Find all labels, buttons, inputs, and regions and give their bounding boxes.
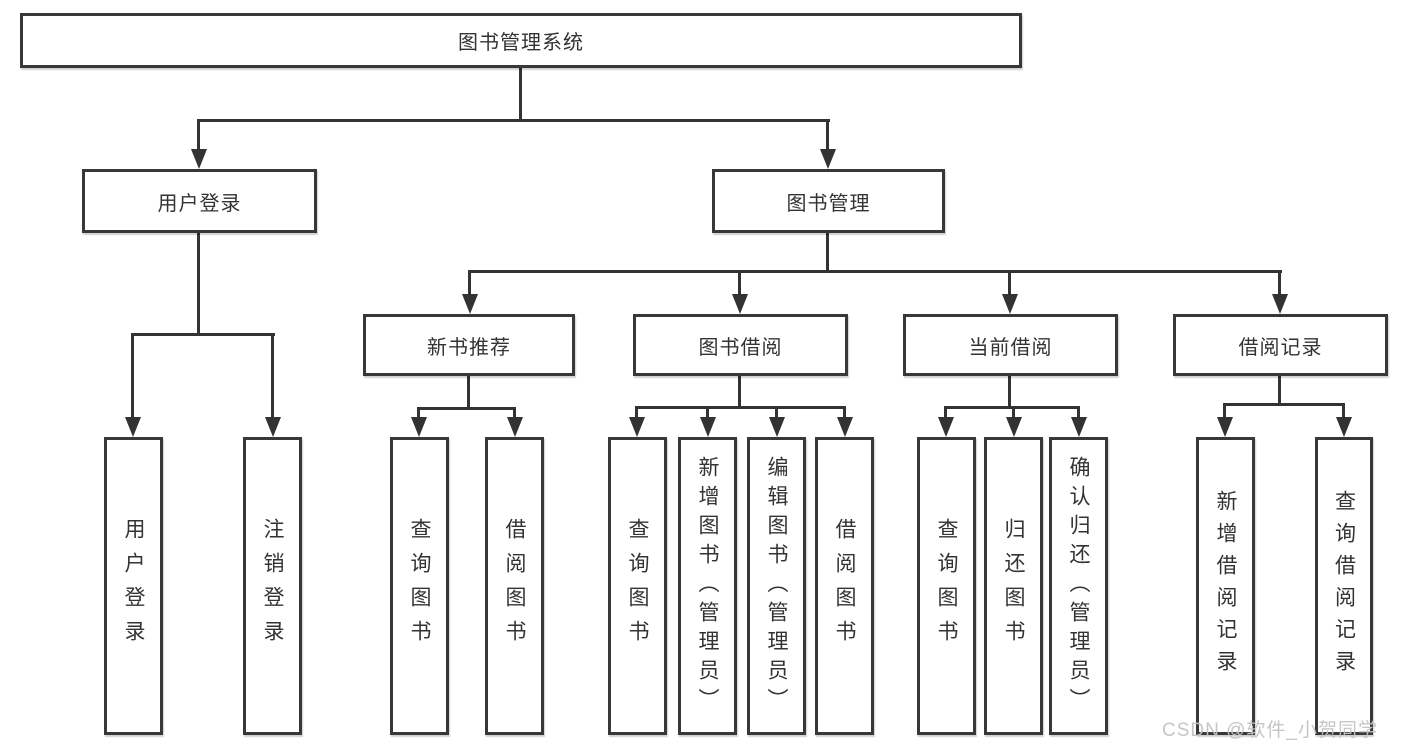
- leaf-search-borrow-record: 查询借阅记录: [1315, 437, 1373, 735]
- connector-line: [635, 406, 846, 409]
- leaf-borrow-books-borrowing-label: 借阅图书: [833, 518, 856, 654]
- connector-line: [1223, 403, 1345, 406]
- leaf-logout: 注销登录: [243, 437, 302, 735]
- arrowhead-down-icon: [1217, 417, 1233, 437]
- connector-line: [197, 119, 830, 122]
- connector-line: [944, 406, 947, 420]
- connector-line: [1077, 406, 1080, 420]
- connector-line: [738, 375, 741, 409]
- connector-line: [1342, 403, 1345, 420]
- arrowhead-down-icon: [1006, 417, 1022, 437]
- leaf-return-book: 归还图书: [984, 437, 1043, 735]
- arrowhead-down-icon: [1272, 294, 1288, 314]
- node-book-borrowing: 图书借阅: [633, 314, 848, 376]
- arrowhead-down-icon: [769, 417, 785, 437]
- connector-line: [131, 333, 275, 336]
- connector-line: [197, 232, 200, 336]
- leaf-borrow-books-recommend: 借阅图书: [485, 437, 544, 735]
- leaf-search-books-current-label: 查询图书: [935, 518, 958, 654]
- leaf-edit-book-admin: 编辑图书（管理员）: [747, 437, 806, 735]
- connector-line: [1278, 375, 1281, 406]
- leaf-user-login-label: 用户登录: [122, 518, 145, 654]
- leaf-add-book-admin: 新增图书（管理员）: [678, 437, 737, 735]
- node-root-label: 图书管理系统: [458, 32, 584, 54]
- arrowhead-down-icon: [1336, 417, 1352, 437]
- connector-line: [468, 270, 1282, 273]
- connector-line: [417, 407, 420, 420]
- arrowhead-down-icon: [820, 149, 836, 169]
- arrowhead-down-icon: [732, 294, 748, 314]
- connector-line: [826, 232, 829, 273]
- leaf-search-books-borrowing-label: 查询图书: [626, 518, 649, 654]
- leaf-search-books-recommend: 查询图书: [390, 437, 449, 735]
- connector-line: [519, 67, 522, 120]
- connector-line: [513, 407, 516, 420]
- watermark: CSDN @软件_小贺同学: [1162, 720, 1378, 741]
- connector-line: [1008, 270, 1011, 298]
- leaf-add-borrow-record: 新增借阅记录: [1196, 437, 1255, 735]
- leaf-confirm-return-admin-label: 确认归还（管理员）: [1067, 455, 1090, 717]
- arrowhead-down-icon: [462, 294, 478, 314]
- arrowhead-down-icon: [191, 149, 207, 169]
- arrowhead-down-icon: [507, 417, 523, 437]
- connector-line: [271, 333, 274, 420]
- connector-line: [1012, 406, 1015, 420]
- leaf-edit-book-admin-label: 编辑图书（管理员）: [765, 455, 788, 717]
- connector-line: [131, 333, 134, 420]
- arrowhead-down-icon: [1002, 294, 1018, 314]
- leaf-return-book-label: 归还图书: [1002, 518, 1025, 654]
- leaf-logout-label: 注销登录: [261, 518, 284, 654]
- node-borrow-records: 借阅记录: [1173, 314, 1388, 376]
- leaf-borrow-books-recommend-label: 借阅图书: [503, 518, 526, 654]
- connector-line: [706, 406, 709, 420]
- leaf-search-books-recommend-label: 查询图书: [408, 518, 431, 654]
- connector-line: [826, 119, 829, 153]
- node-current-borrowing-label: 当前借阅: [968, 336, 1053, 359]
- arrowhead-down-icon: [938, 417, 954, 437]
- connector-line: [467, 375, 470, 410]
- arrowhead-down-icon: [700, 417, 716, 437]
- connector-line: [417, 407, 516, 410]
- connector-line: [1278, 270, 1281, 298]
- leaf-borrow-books-borrowing: 借阅图书: [815, 437, 874, 735]
- node-book-management: 图书管理: [712, 169, 945, 233]
- leaf-search-books-borrowing: 查询图书: [608, 437, 667, 735]
- connector-line: [197, 119, 200, 153]
- arrowhead-down-icon: [265, 417, 281, 437]
- arrowhead-down-icon: [837, 417, 853, 437]
- connector-line: [738, 270, 741, 298]
- connector-line: [1223, 403, 1226, 420]
- connector-line: [468, 270, 471, 298]
- leaf-user-login: 用户登录: [104, 437, 163, 735]
- leaf-confirm-return-admin: 确认归还（管理员）: [1049, 437, 1108, 735]
- leaf-search-books-current: 查询图书: [917, 437, 976, 735]
- arrowhead-down-icon: [125, 417, 141, 437]
- connector-line: [635, 406, 638, 420]
- node-new-book-recommend-label: 新书推荐: [427, 336, 511, 359]
- arrowhead-down-icon: [1071, 417, 1087, 437]
- leaf-add-borrow-record-label: 新增借阅记录: [1214, 490, 1237, 682]
- arrowhead-down-icon: [629, 417, 645, 437]
- node-root: 图书管理系统: [20, 13, 1022, 68]
- node-new-book-recommend: 新书推荐: [363, 314, 575, 376]
- node-user-login: 用户登录: [82, 169, 317, 233]
- node-current-borrowing: 当前借阅: [903, 314, 1118, 376]
- leaf-add-book-admin-label: 新增图书（管理员）: [696, 455, 719, 717]
- connector-line: [775, 406, 778, 420]
- arrowhead-down-icon: [411, 417, 427, 437]
- node-borrow-records-label: 借阅记录: [1238, 336, 1323, 359]
- connector-line: [843, 406, 846, 420]
- node-user-login-label: 用户登录: [157, 192, 242, 215]
- node-book-borrowing-label: 图书借阅: [698, 336, 783, 359]
- node-book-management-label: 图书管理: [786, 192, 871, 215]
- leaf-search-borrow-record-label: 查询借阅记录: [1332, 490, 1356, 682]
- connector-line: [1008, 375, 1011, 409]
